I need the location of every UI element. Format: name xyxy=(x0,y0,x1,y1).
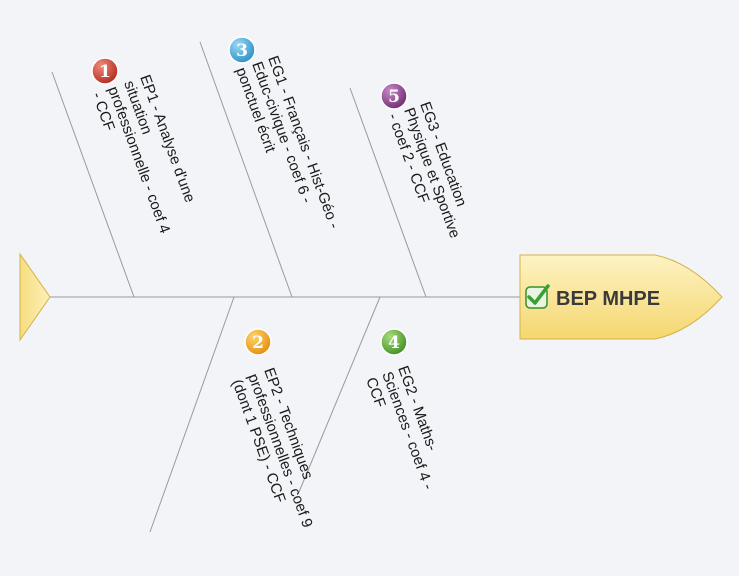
badge-3: 3 xyxy=(228,36,256,64)
badge-2-number: 2 xyxy=(252,333,264,353)
fish-tail xyxy=(19,252,51,342)
badge-4-number: 4 xyxy=(388,333,400,353)
badge-5: 5 xyxy=(380,82,408,110)
branch-5-label: EG3 - Education Physique et Sportive - c… xyxy=(384,100,480,251)
branch-3-label: EG1 - Français - Hist-Géo - Educ-civique… xyxy=(232,54,344,247)
branch-line-5 xyxy=(349,87,427,298)
badge-1: 1 xyxy=(91,57,119,85)
branch-line-2 xyxy=(149,296,235,533)
badge-5-number: 5 xyxy=(388,87,400,107)
badge-3-number: 3 xyxy=(236,41,248,61)
branch-5[interactable]: 5 EG3 - Education Physique et Sportive -… xyxy=(380,82,481,251)
branch-3[interactable]: 3 EG1 - Français - Hist-Géo - Educ-civiq… xyxy=(228,36,344,247)
badge-4: 4 xyxy=(380,328,408,356)
badge-2: 2 xyxy=(244,328,272,356)
branch-1[interactable]: 1 EP1 - Analyse d'une situation professi… xyxy=(88,57,206,245)
branch-2[interactable]: 2 EP2 - Techniques professionnelles - co… xyxy=(228,328,333,540)
head-title: BEP MHPE xyxy=(556,288,660,310)
branch-4-label: EG2 - Maths- Sciences - coef 4 - CCF xyxy=(362,364,454,502)
branch-2-label: EP2 - Techniques professionnelles - coef… xyxy=(228,366,333,540)
branch-4[interactable]: 4 EG2 - Maths- Sciences - coef 4 - CCF xyxy=(362,328,454,502)
badge-1-number: 1 xyxy=(99,62,111,82)
branch-line-3 xyxy=(199,41,293,298)
branch-line-4 xyxy=(298,296,381,493)
checkbox-checked-icon xyxy=(525,284,550,309)
fish-head[interactable] xyxy=(519,254,723,340)
branch-line-1 xyxy=(51,71,135,298)
